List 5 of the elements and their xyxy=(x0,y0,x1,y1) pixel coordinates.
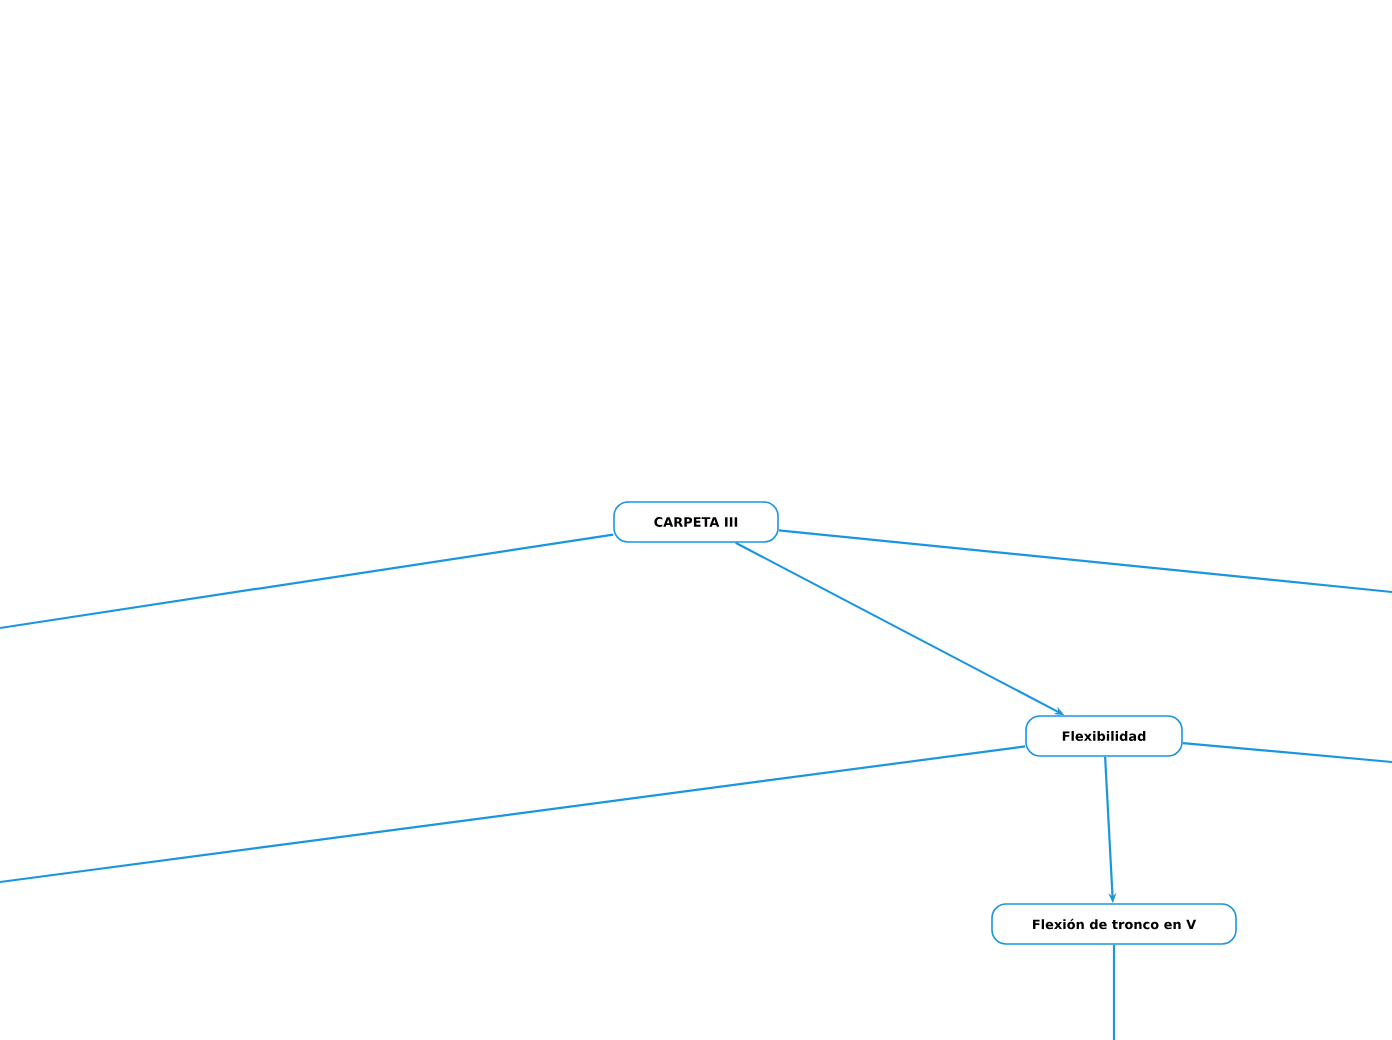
connector xyxy=(1182,742,1392,764)
connector xyxy=(778,529,1392,594)
connector xyxy=(1112,944,1116,1040)
connector xyxy=(0,745,1026,884)
connector xyxy=(0,533,614,630)
